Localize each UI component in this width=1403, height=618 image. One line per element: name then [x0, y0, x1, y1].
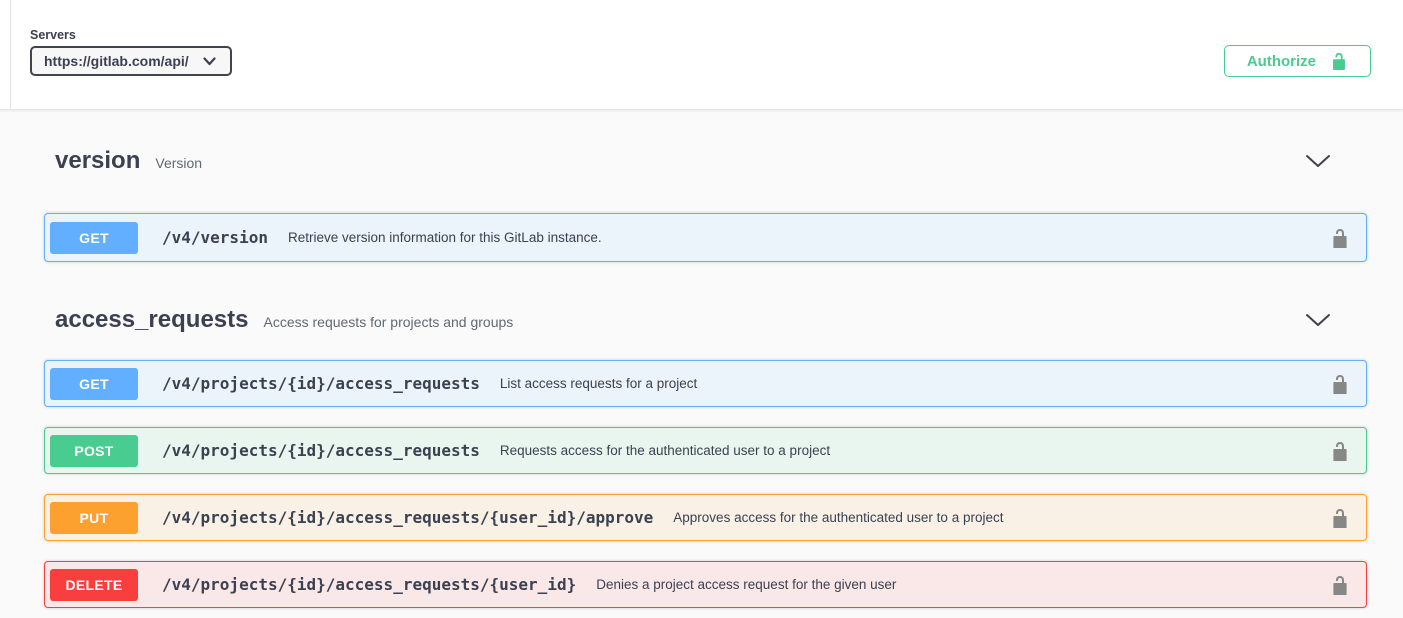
container-left-border [10, 0, 11, 110]
auth-lock-button[interactable] [1324, 370, 1356, 398]
operation-description: Retrieve version information for this Gi… [287, 230, 602, 245]
section-subtitle: Access requests for projects and groups [263, 314, 514, 330]
auth-lock-button[interactable] [1324, 437, 1356, 465]
operation-path: /v4/projects/{id}/access_requests/{user_… [162, 575, 577, 594]
unlock-icon [1333, 575, 1347, 595]
operation-description: Denies a project access request for the … [596, 577, 897, 592]
authorize-button[interactable]: Authorize [1223, 45, 1371, 77]
chevron-down-icon[interactable] [1305, 154, 1331, 168]
chevron-down-icon[interactable] [1305, 313, 1331, 327]
auth-lock-button[interactable] [1324, 571, 1356, 599]
operation-description: Approves access for the authenticated us… [673, 510, 1004, 525]
section-title: version [55, 147, 141, 174]
unlock-icon [1333, 441, 1347, 461]
section-header-version[interactable]: version Version [44, 110, 1367, 180]
unlock-icon [1333, 374, 1347, 394]
operation-path: /v4/projects/{id}/access_requests/{user_… [162, 508, 654, 527]
server-selected-value: https://gitlab.com/api/ [44, 53, 189, 69]
auth-lock-button[interactable] [1324, 224, 1356, 252]
scheme-container: Servers https://gitlab.com/api/ Authoriz… [0, 0, 1403, 110]
method-badge: DELETE [50, 568, 138, 601]
section-title: access_requests [55, 306, 249, 333]
operation-path: /v4/projects/{id}/access_requests [162, 441, 480, 460]
authorize-label: Authorize [1246, 52, 1316, 70]
section-subtitle: Version [155, 155, 203, 171]
chevron-down-icon [203, 56, 216, 65]
operation-row-get-version[interactable]: GET /v4/version Retrieve version informa… [44, 213, 1367, 262]
method-badge: PUT [50, 501, 138, 534]
section-header-access-requests[interactable]: access_requests Access requests for proj… [44, 262, 1367, 338]
method-badge: GET [50, 367, 138, 400]
servers-block: Servers https://gitlab.com/api/ [30, 28, 232, 76]
operation-path: /v4/version [162, 228, 268, 247]
operation-description: Requests access for the authenticated us… [499, 443, 831, 458]
operation-row-post-access-requests[interactable]: POST /v4/projects/{id}/access_requests R… [44, 427, 1367, 474]
method-badge: POST [50, 434, 138, 467]
unlock-icon [1333, 228, 1347, 248]
server-select[interactable]: https://gitlab.com/api/ [30, 46, 232, 76]
servers-label: Servers [30, 28, 76, 42]
operation-row-delete-access-request[interactable]: DELETE /v4/projects/{id}/access_requests… [44, 561, 1367, 608]
operation-row-put-approve[interactable]: PUT /v4/projects/{id}/access_requests/{u… [44, 494, 1367, 541]
operation-row-get-access-requests[interactable]: GET /v4/projects/{id}/access_requests Li… [44, 360, 1367, 407]
operations-list: version Version GET /v4/version Retrieve… [0, 110, 1403, 618]
unlock-icon [1333, 508, 1347, 528]
auth-lock-button[interactable] [1324, 504, 1356, 532]
operation-description: List access requests for a project [499, 376, 698, 391]
method-badge: GET [50, 221, 138, 254]
unlock-icon [1333, 52, 1345, 70]
operation-path: /v4/projects/{id}/access_requests [162, 374, 480, 393]
